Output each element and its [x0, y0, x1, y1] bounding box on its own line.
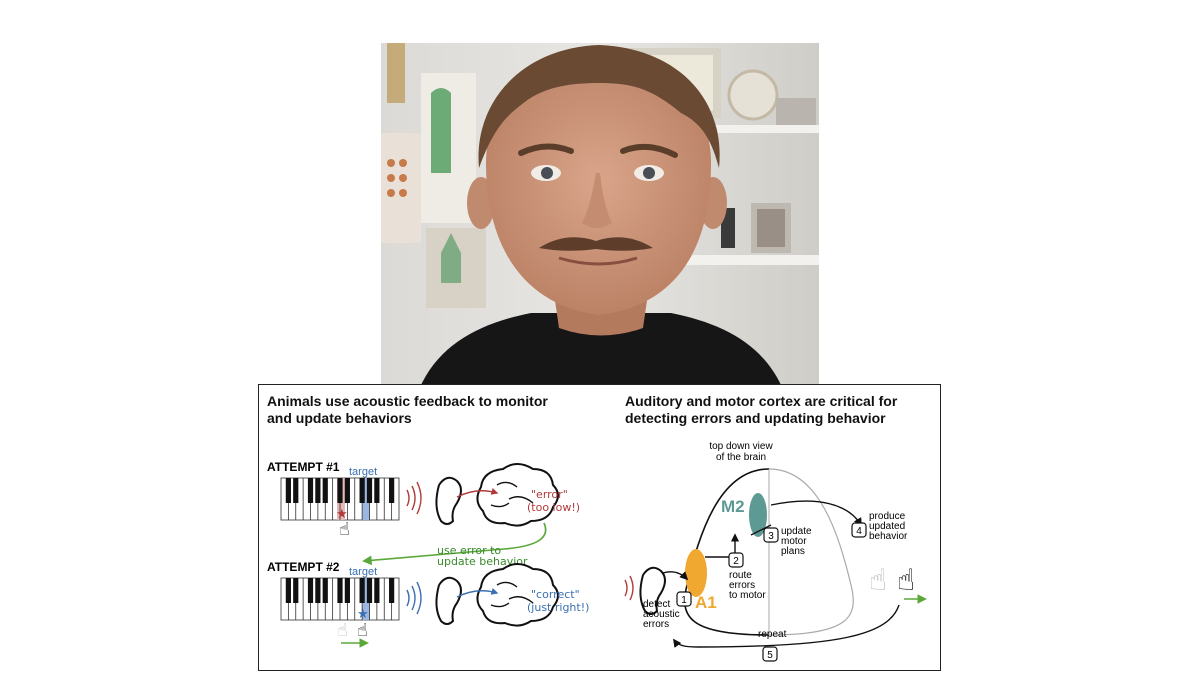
step-label-line: update: [781, 526, 812, 537]
attempt1-quote-line1: "error": [531, 488, 568, 501]
step-box: [763, 527, 779, 543]
sound-waves-icon-3: [624, 575, 634, 601]
black-key: [307, 478, 314, 503]
black-key: [374, 578, 380, 603]
error-signal-arrow: [456, 488, 499, 498]
black-key: [322, 578, 328, 603]
step-label-line: motor: [781, 536, 807, 547]
star-icon-correct: ★: [357, 606, 369, 621]
step-label-line: behavior: [869, 531, 908, 542]
sound-waves-icon-2: [406, 581, 422, 615]
arrow-text-line1: use error to: [437, 544, 501, 557]
step-number: 2: [733, 556, 739, 567]
black-key: [389, 478, 395, 503]
black-key: [337, 578, 343, 603]
step-label-line: acoustic: [643, 609, 680, 620]
black-key: [285, 578, 291, 603]
attempt2-target-label: target: [349, 566, 377, 578]
step-label-line: updated: [869, 521, 905, 532]
step-number: 1: [681, 595, 687, 606]
black-key: [344, 578, 350, 603]
m2-region: [749, 493, 767, 537]
black-key: [344, 478, 350, 503]
black-key: [315, 478, 321, 503]
pointing-hand-icon: ☝: [339, 519, 350, 540]
step-box: [851, 522, 867, 538]
step-number: 5: [767, 650, 773, 661]
correct-signal-arrow: [456, 588, 499, 598]
sound-waves-icon: [406, 481, 422, 515]
step-number: 3: [768, 531, 774, 542]
step-label-line: plans: [781, 546, 805, 557]
black-key: [293, 478, 299, 503]
step-box: [728, 552, 744, 568]
step-label-line: repeat: [758, 629, 787, 640]
portrait-photo: [381, 43, 819, 385]
attempt2-quote-line2: (just right!): [527, 601, 589, 614]
attempt1-quote-line2: (too low!): [527, 501, 580, 514]
faded-hand-icon: ☝: [337, 620, 348, 641]
science-figure: Animals use acoustic feedback to monitor…: [258, 384, 941, 671]
attempt2-quote-line1: "correct": [531, 588, 580, 601]
faded-hand-icon-2: ☝: [869, 563, 887, 598]
black-key: [366, 478, 373, 503]
left-title-line1: Animals use acoustic feedback to monitor: [267, 393, 548, 409]
star-icon-error: ★: [336, 506, 348, 521]
step-label-line: errors: [643, 619, 669, 630]
brain-icon: [476, 463, 559, 527]
step-box: [676, 591, 692, 607]
brain-caption-line1: top down view: [709, 441, 773, 452]
right-title-line2: detecting errors and updating behavior: [625, 410, 886, 426]
black-key: [359, 578, 365, 603]
step-label-line: to motor: [729, 590, 766, 601]
black-key: [366, 578, 373, 603]
right-panel-title: Auditory and motor cortex are critical f…: [625, 393, 897, 427]
repeat-arrow: [673, 604, 900, 648]
step-label-line: errors: [729, 580, 755, 591]
arrow-text-line2: update behavior: [437, 555, 528, 568]
portrait-illustration: [381, 43, 819, 385]
m2-to-behavior-arrow: [770, 500, 862, 527]
ear-icon-2: [435, 576, 462, 625]
brain-caption-line2: of the brain: [716, 452, 766, 463]
right-title-line1: Auditory and motor cortex are critical f…: [625, 393, 898, 409]
black-key: [389, 578, 395, 603]
a1-label: A1: [695, 593, 717, 612]
figure-diagram: ATTEMPT #1 target ★ ☝ "error" (too low!)…: [267, 441, 927, 662]
step-box: [762, 646, 778, 662]
left-panel-title: Animals use acoustic feedback to monitor…: [267, 393, 548, 427]
pointing-hand-icon-3: ☝: [897, 563, 915, 598]
black-key: [374, 478, 380, 503]
black-key: [337, 478, 343, 503]
step-label-line: produce: [869, 511, 906, 522]
attempt1-label: ATTEMPT #1: [267, 460, 340, 474]
m2-link: [750, 524, 772, 536]
pointing-hand-icon-2: ☝: [357, 620, 368, 641]
step-label-line: detect: [643, 599, 670, 610]
ear-icon: [435, 476, 462, 525]
black-key: [307, 578, 314, 603]
ear-icon-3: [639, 566, 666, 615]
black-key: [285, 478, 291, 503]
black-key: [293, 578, 299, 603]
step-number: 4: [856, 526, 862, 537]
ear-to-a1-arrow: [662, 571, 689, 581]
black-key: [359, 478, 365, 503]
step-label-line: route: [729, 570, 752, 581]
attempt2-label: ATTEMPT #2: [267, 560, 340, 574]
black-key: [315, 578, 321, 603]
feedback-arrow: [362, 522, 547, 566]
attempt1-target-label: target: [349, 466, 377, 478]
left-title-line2: and update behaviors: [267, 410, 412, 426]
m2-label: M2: [721, 497, 745, 516]
black-key: [322, 478, 328, 503]
step-5: 5 repeat: [758, 629, 787, 662]
brain-icon-2: [476, 563, 559, 627]
a1-region: [685, 549, 707, 597]
